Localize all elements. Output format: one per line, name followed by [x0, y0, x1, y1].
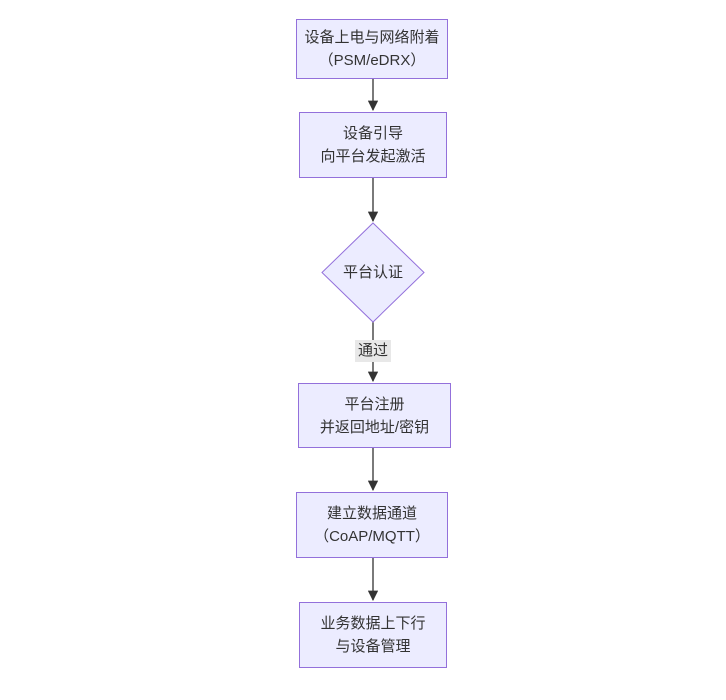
node-data-channel: 建立数据通道 （CoAP/MQTT） [296, 492, 448, 558]
node-business-data: 业务数据上下行 与设备管理 [299, 602, 447, 668]
node-power-attach: 设备上电与网络附着 （PSM/eDRX） [296, 19, 448, 79]
node-platform-register: 平台注册 并返回地址/密钥 [298, 383, 451, 448]
node-label-line: 设备上电与网络附着 [304, 29, 440, 46]
node-label-line: 业务数据上下行 [320, 615, 426, 632]
node-label-line: 向平台发起激活 [320, 148, 426, 165]
node-label-line: 与设备管理 [335, 638, 411, 655]
node-label-line: 设备引导 [342, 125, 403, 142]
decision-diamond-shape [321, 222, 425, 323]
node-platform-auth-label: 平台认证 [342, 264, 403, 281]
node-label-line: （CoAP/MQTT） [314, 528, 430, 545]
node-label-line: 建立数据通道 [326, 505, 417, 522]
node-bootstrap: 设备引导 向平台发起激活 [299, 112, 447, 178]
edge-label-pass: 通过 [354, 340, 392, 362]
node-label-line: 平台注册 [344, 395, 405, 413]
node-label-line: （PSM/eDRX） [318, 52, 426, 69]
node-label-line: 并返回地址/密钥 [319, 418, 430, 436]
